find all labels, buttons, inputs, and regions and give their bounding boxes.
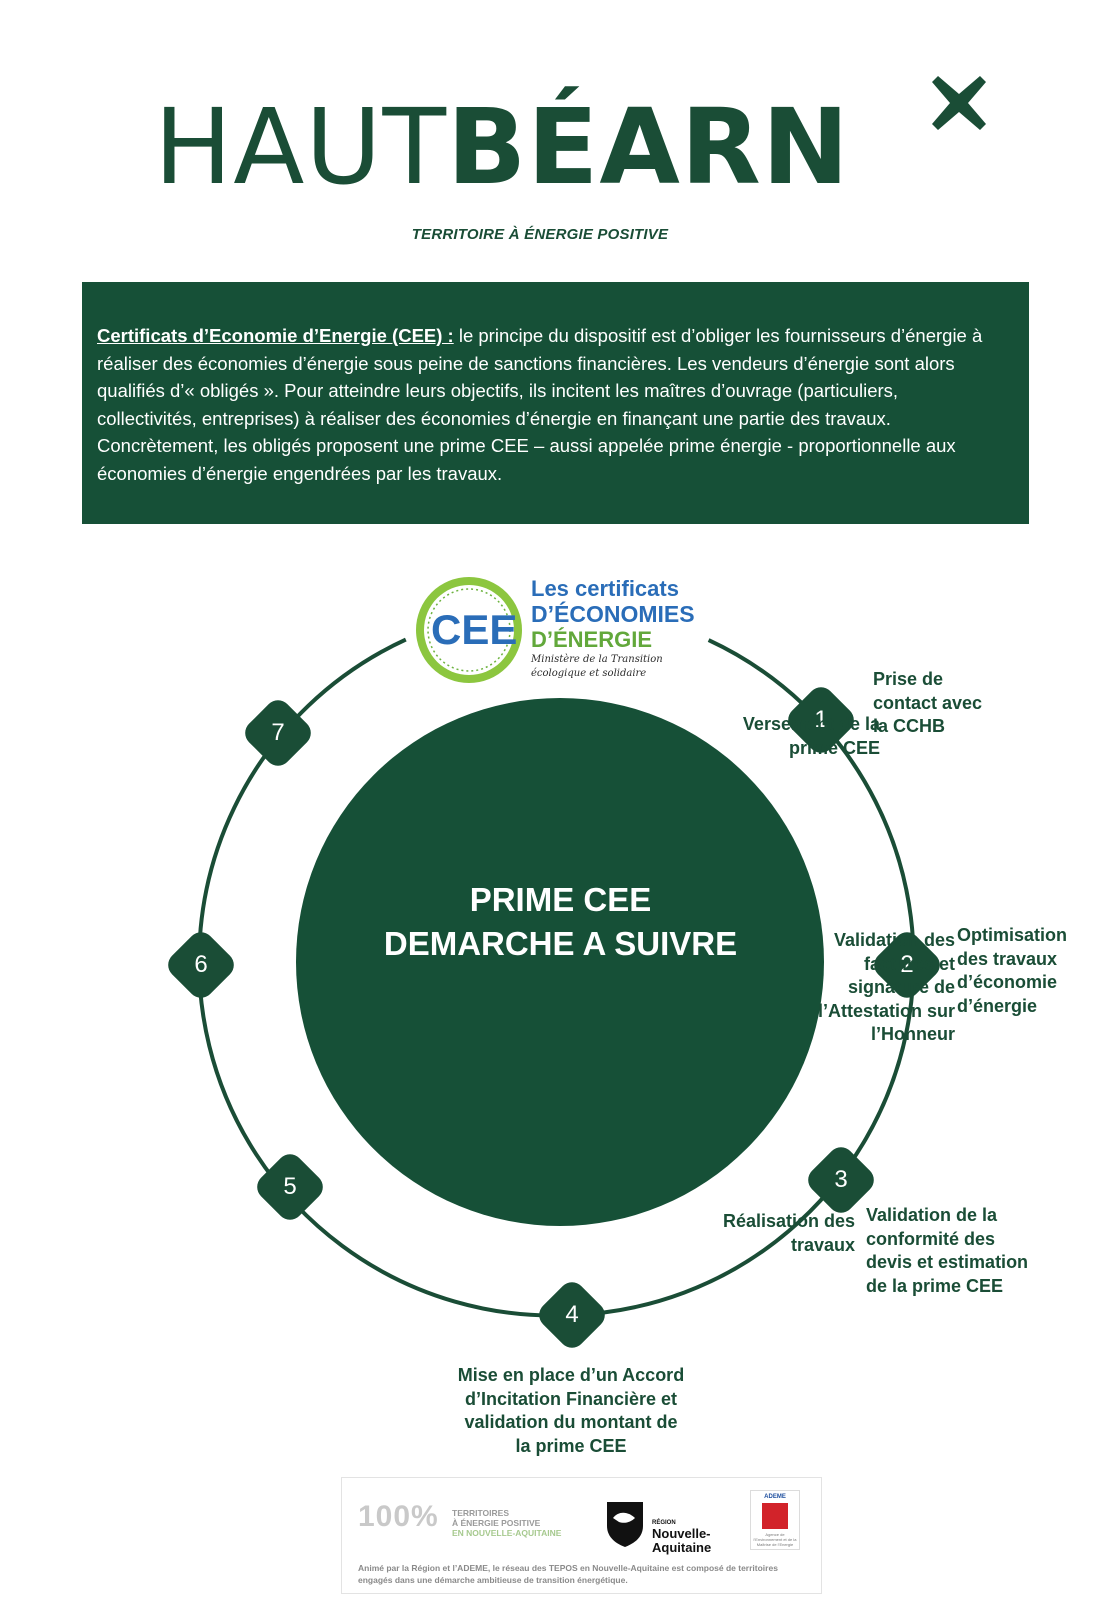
tepos-100-logo: 100% — [358, 1500, 439, 1533]
ademe-logo: ADEME Agence de l’Environnement et de la… — [750, 1490, 800, 1550]
cee-line4: Ministère de la Transition — [531, 654, 663, 665]
step-label-3: Validation de la conformité des devis et e… — [866, 1204, 1028, 1298]
center-circle — [296, 698, 824, 1226]
step-label-line: devis et estimation — [866, 1252, 1029, 1272]
step-label-line: Réalisation des — [722, 1211, 855, 1231]
step-label-line: contact avec — [873, 692, 983, 713]
cee-seal — [416, 577, 522, 683]
cee-badge-text: CEE — [431, 606, 518, 653]
center-title-line1: PRIME CEE — [469, 881, 652, 918]
step-label-line: factures et — [863, 953, 955, 974]
step-number-4: 4 — [565, 1301, 579, 1328]
step-label-4: Mise en place d’un Accord d’Incitation Fi… — [436, 1364, 706, 1458]
center-title-line2: DEMARCHE A SUIVRE — [383, 925, 738, 962]
step-number-7: 7 — [271, 719, 285, 746]
ademe-emblem-icon — [762, 1503, 788, 1529]
tepos-line3: EN NOUVELLE-AQUITAINE — [452, 1528, 562, 1538]
logo-cross-icon — [932, 76, 986, 130]
region-shield-icon — [607, 1502, 643, 1547]
step-number-6: 6 — [194, 951, 208, 978]
step-label-line: Versement de la — [742, 714, 880, 734]
step-badges — [168, 687, 940, 1348]
cee-line1: Les certificats — [531, 576, 679, 601]
step-label-line: conformité des — [866, 1228, 996, 1249]
step-badge-7 — [245, 700, 311, 766]
step-label-1: Prise de contact avec la CCHB — [873, 668, 982, 739]
step-number-2: 2 — [900, 951, 914, 978]
step-badge-6 — [168, 932, 234, 998]
step-label-line: de la prime CEE — [866, 1275, 1004, 1296]
logo-bold-text: BÉARN — [447, 86, 850, 208]
step-label-line: Mise en place d’un Accord — [457, 1365, 685, 1385]
step-label-line: travaux — [790, 1234, 855, 1255]
intro-heading: Certificats d’Economie d’Energie (CEE) : — [97, 325, 454, 346]
step-label-line: Prise de — [873, 669, 944, 689]
cee-line3: D’ÉNERGIE — [531, 627, 653, 652]
region-small: RÉGION — [652, 1520, 676, 1526]
intro-text: le principe du dispositif est d’obliger … — [97, 325, 983, 484]
footer-note: Animé par la Région et l’ADEME, le résea… — [358, 1563, 778, 1585]
hautbearn-logo: HAUTBÉARN — [154, 95, 850, 199]
step-label-line: validation du montant de — [464, 1412, 678, 1432]
step-label-line: prime CEE — [788, 737, 880, 758]
step-number-5: 5 — [283, 1173, 297, 1200]
step-label-7: Versement de la prime CEE — [743, 713, 880, 760]
ademe-subtitle: Agence de l’Environnement et de la Maîtr… — [753, 1532, 797, 1547]
step-number-1: 1 — [814, 706, 828, 733]
step-label-2: Optimisation des travaux d’économie d’énerg… — [957, 924, 1067, 1018]
step-label-line: l’Honneur — [871, 1024, 955, 1044]
step-label-line: Validation de la — [866, 1205, 998, 1225]
step-label-line: la prime CEE — [515, 1435, 627, 1456]
step-label-line: d’énergie — [957, 995, 1038, 1016]
step-label-line: l’Attestation sur — [817, 1000, 955, 1021]
center-title: PRIME CEE DEMARCHE A SUIVRE — [298, 878, 823, 966]
step-label-line: signature de — [847, 977, 955, 997]
tepos-text: TERRITOIRES À ÉNERGIE POSITIVE EN NOUVEL… — [452, 1508, 561, 1538]
step-label-6: Validation des factures et signature de l’A… — [818, 929, 955, 1047]
step-badge-4 — [539, 1282, 605, 1348]
region-logo-text: RÉGION Nouvelle- Aquitaine — [652, 1520, 711, 1555]
step-label-line: la CCHB — [873, 716, 946, 736]
step-label-line: Optimisation — [957, 925, 1068, 945]
tepos-line1: TERRITOIRES — [452, 1508, 509, 1518]
step-label-line: des travaux — [957, 948, 1058, 969]
step-label-line: d’Incitation Financière et — [464, 1388, 678, 1409]
step-badge-1 — [788, 687, 854, 753]
cee-line2: D’ÉCONOMIES — [531, 601, 695, 627]
cee-logo-text: Les certificats D’ÉCONOMIES D’ÉNERGIE Mi… — [531, 576, 695, 680]
ademe-title: ADEME — [764, 1494, 786, 1500]
step-badge-3 — [808, 1147, 874, 1213]
intro-box: Certificats d’Economie d’Energie (CEE) :… — [82, 282, 1029, 524]
partner-footer: 100% TERRITOIRES À ÉNERGIE POSITIVE EN N… — [341, 1477, 822, 1594]
tepos-line2: À ÉNERGIE POSITIVE — [452, 1518, 541, 1528]
step-label-line: Validation des — [833, 930, 955, 950]
step-label-line: d’économie — [957, 972, 1058, 992]
step-label-5: Réalisation des travaux — [723, 1210, 855, 1257]
logo-light-text: HAUT — [154, 86, 447, 208]
region-line2: Aquitaine — [652, 1540, 712, 1555]
step-number-3: 3 — [834, 1166, 848, 1193]
region-line1: Nouvelle- — [652, 1526, 711, 1541]
cee-line5: écologique et solidaire — [531, 668, 647, 679]
step-badge-2 — [874, 932, 940, 998]
step-badge-5 — [257, 1154, 323, 1220]
tagline: TERRITOIRE À ÉNERGIE POSITIVE — [411, 226, 669, 243]
